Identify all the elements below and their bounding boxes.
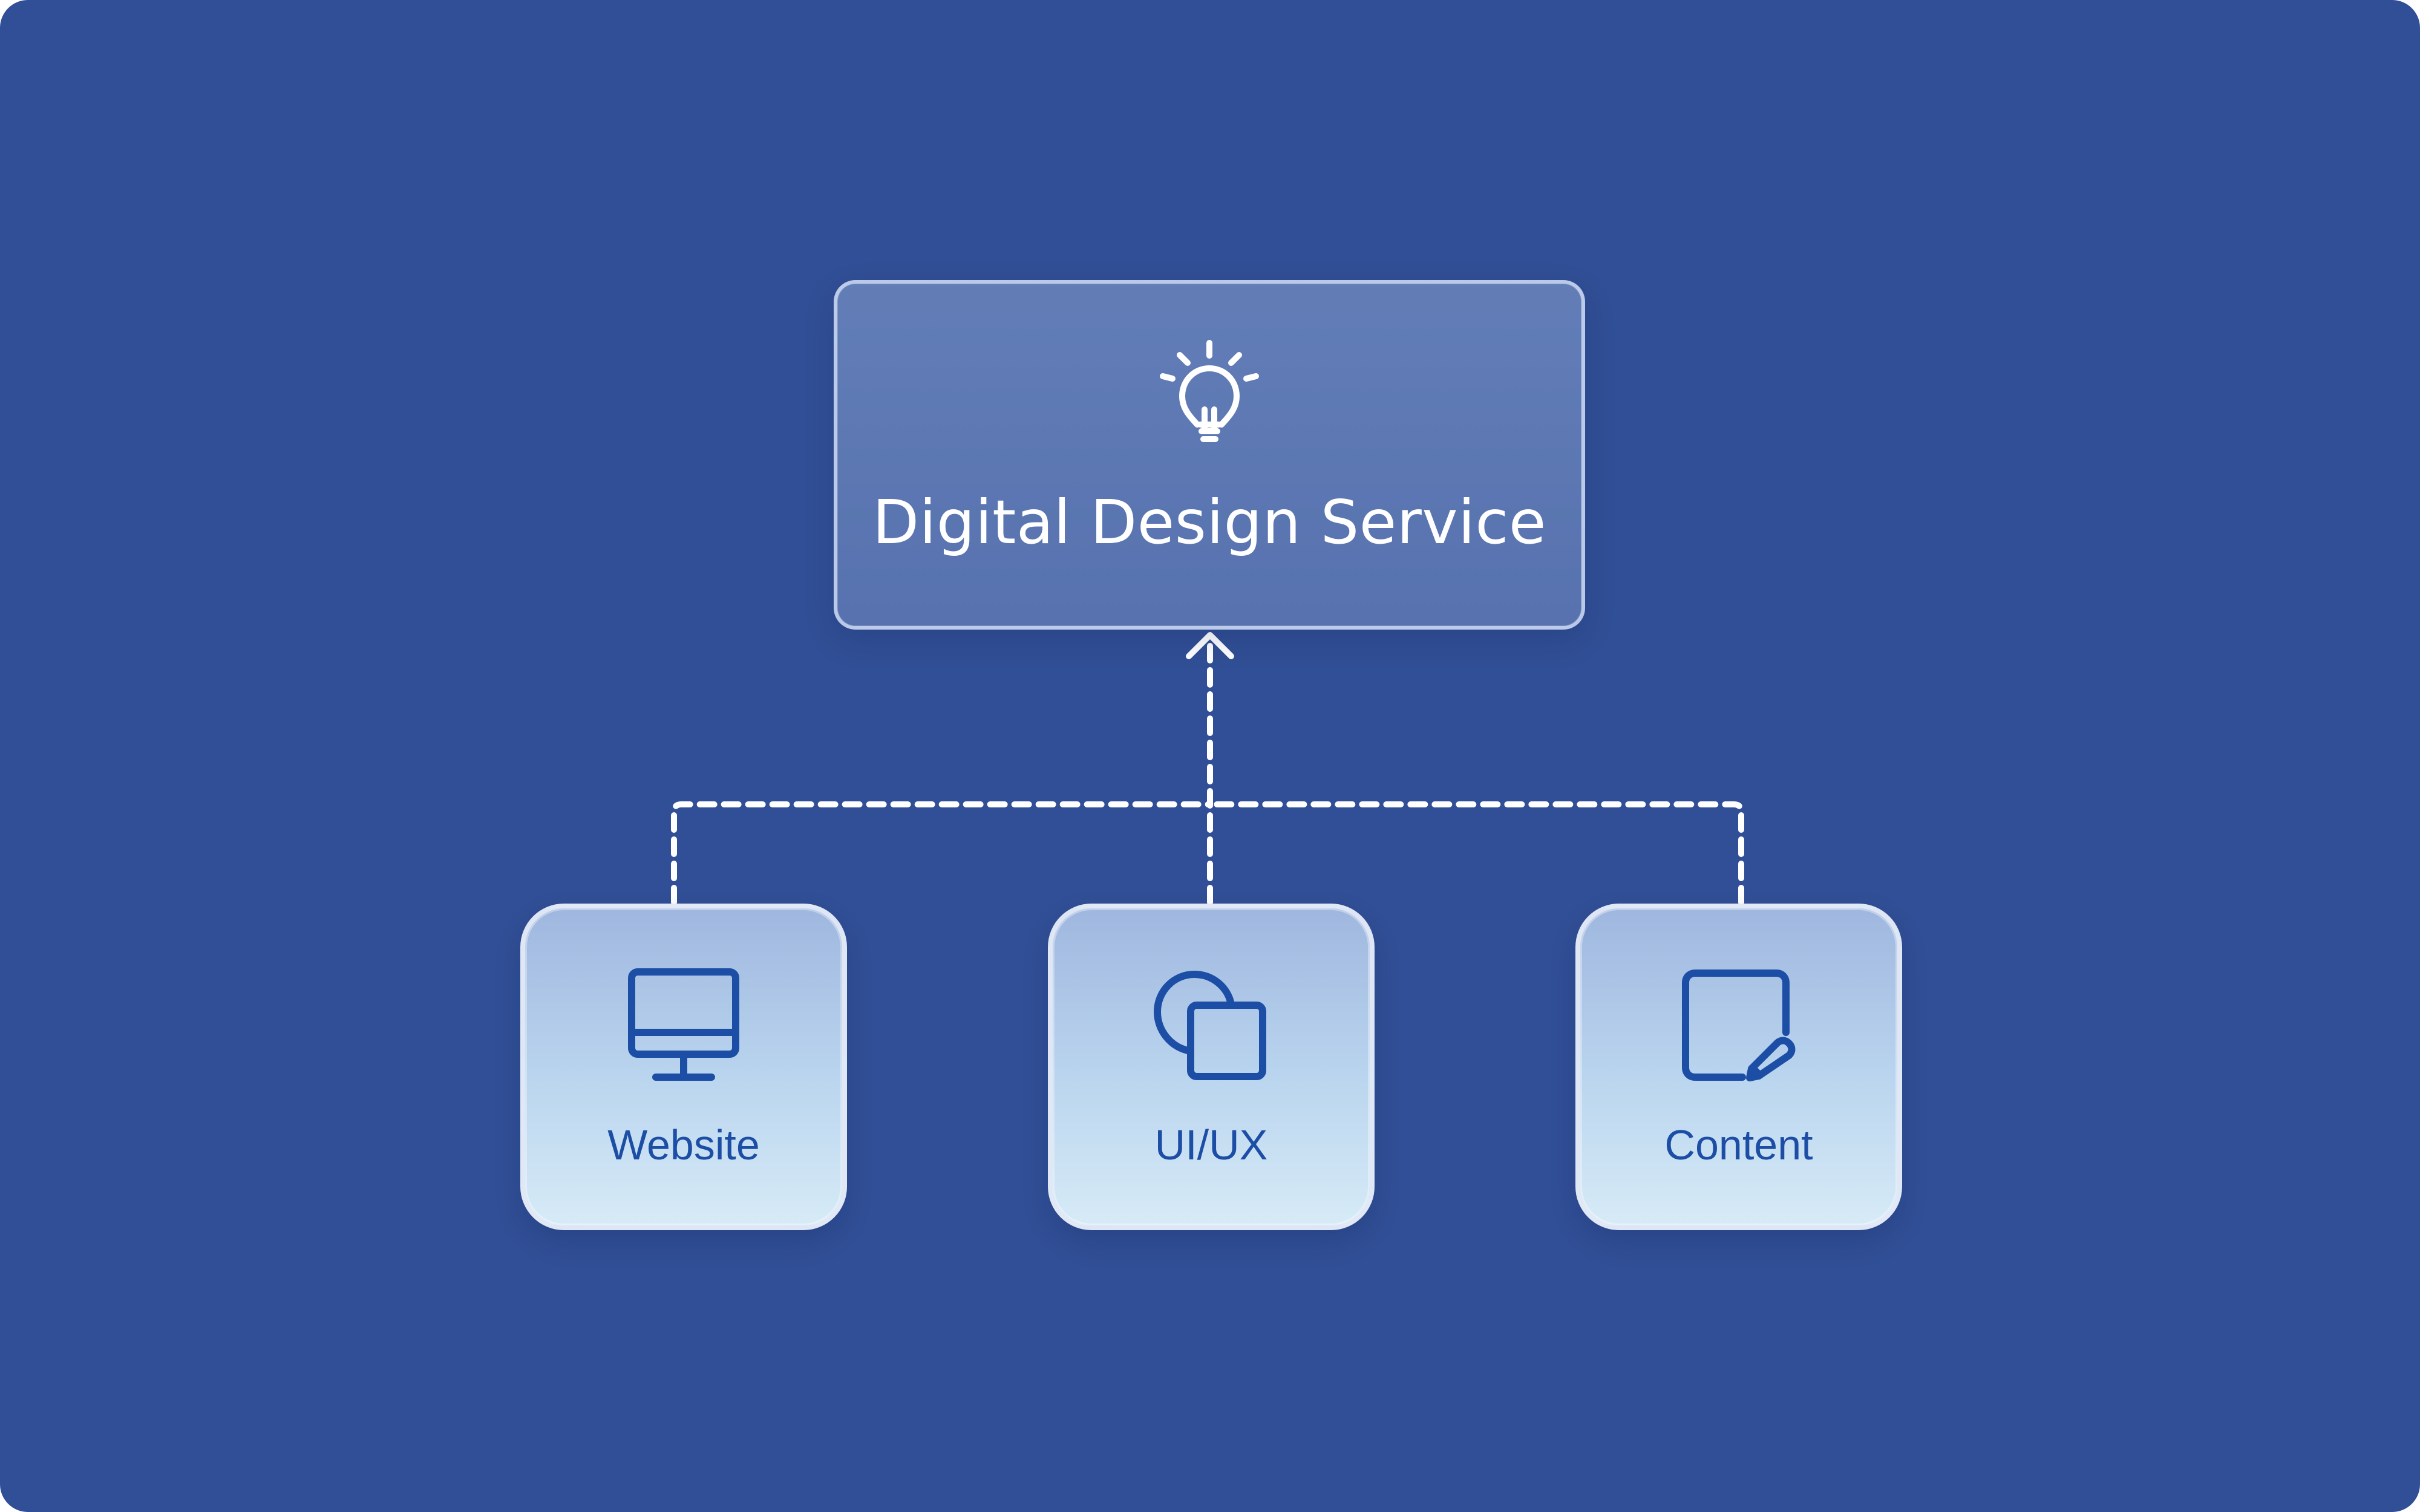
content-label: Content — [1664, 1121, 1813, 1168]
circle-square-shapes-icon — [1154, 971, 1266, 1080]
ui-ux-node: UI/UX — [1048, 904, 1375, 1230]
lightbulb-icon — [1160, 340, 1259, 442]
website-node: Website — [520, 904, 847, 1230]
content-connector — [1207, 801, 1744, 905]
ui-ux-label: UI/UX — [1154, 1121, 1268, 1168]
arrowhead-icon — [1186, 632, 1234, 659]
edit-document-icon — [1682, 969, 1796, 1081]
website-label: Website — [607, 1121, 760, 1168]
website-connector — [671, 801, 1213, 905]
desktop-monitor-icon — [628, 968, 739, 1081]
root-title: Digital Design Service — [872, 487, 1546, 558]
content-node: Content — [1575, 904, 1902, 1230]
digital-design-service-node: Digital Design Service — [834, 280, 1585, 630]
